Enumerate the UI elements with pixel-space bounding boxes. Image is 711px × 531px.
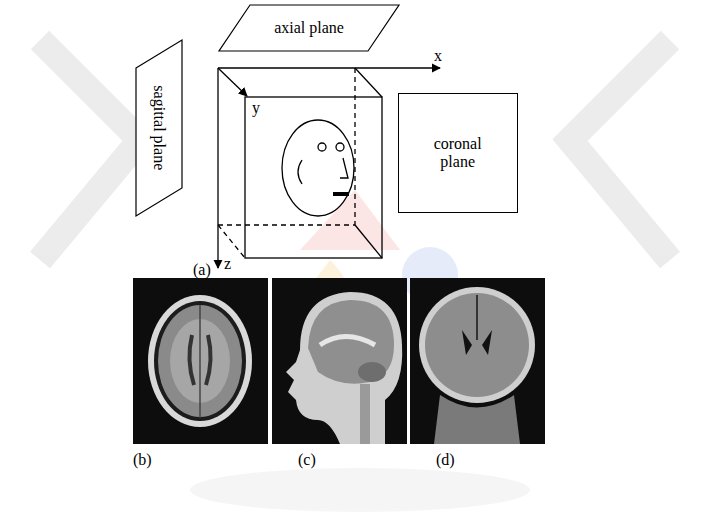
sagittal-plane: sagittal plane bbox=[134, 38, 184, 218]
axis-label: z bbox=[224, 256, 231, 272]
watermark bbox=[40, 40, 670, 512]
axis-label: x bbox=[434, 48, 442, 64]
watermark-chevron bbox=[570, 40, 670, 260]
panel-label: (a) bbox=[193, 262, 211, 278]
mri-sagittal bbox=[272, 278, 407, 444]
cube bbox=[218, 68, 382, 258]
watermark-shape bbox=[190, 468, 530, 512]
plane-label: axial plane bbox=[274, 19, 344, 37]
plane-label: sagittal plane bbox=[150, 86, 168, 171]
mri-coronal bbox=[410, 278, 545, 444]
panel-label: (b) bbox=[133, 452, 152, 468]
axial-plane: axial plane bbox=[218, 4, 400, 52]
axis-label: y bbox=[252, 100, 260, 116]
coronal-plane: coronal plane bbox=[398, 93, 518, 213]
face bbox=[282, 120, 354, 216]
plane-label: coronal plane bbox=[418, 135, 498, 170]
panel-label: (d) bbox=[436, 452, 455, 468]
mri-axial bbox=[133, 278, 268, 444]
panel-label: (c) bbox=[298, 452, 316, 468]
watermark-chevron bbox=[40, 40, 140, 260]
